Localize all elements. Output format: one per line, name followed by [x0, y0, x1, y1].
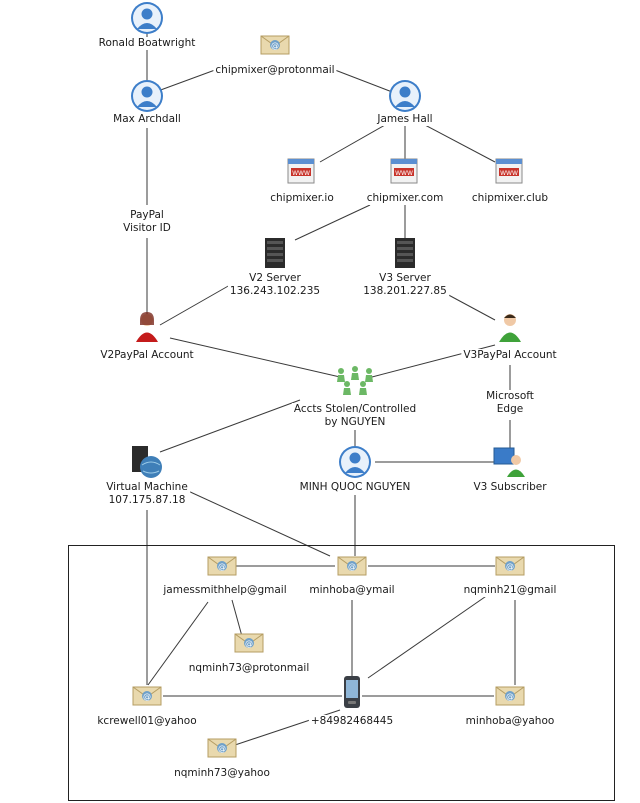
label-v3-paypal-account: V3PayPal Account: [461, 349, 559, 362]
label-accts-stolen: Accts Stolen/Controlled by NGUYEN: [291, 403, 419, 429]
label-minh-quoc-nguyen: MINH QUOC NGUYEN: [297, 481, 413, 494]
svg-text:@: @: [271, 41, 279, 50]
green-user-icon: [495, 311, 525, 343]
label-jamessmithhelp-gmail: jamessmithhelp@gmail: [161, 584, 289, 597]
label-nqminh73-protonmail: nqminh73@protonmail: [186, 662, 312, 675]
email-icon: @: [132, 685, 162, 707]
nguyen-evidence-box: [68, 545, 615, 801]
label-v2-server: V2 Server 136.243.102.235: [227, 272, 323, 298]
female-user-icon: [132, 311, 162, 343]
svg-text:@: @: [348, 562, 356, 571]
svg-text:@: @: [143, 692, 151, 701]
label-phone-number: +84982468445: [308, 715, 396, 728]
label-max-archdall: Max Archdall: [111, 113, 183, 126]
email-icon: @: [234, 632, 264, 654]
label-v2-paypal-account: V2PayPal Account: [98, 349, 196, 362]
email-icon: @: [495, 555, 525, 577]
label-chipmixer-protonmail: chipmixer@protonmail: [213, 64, 337, 77]
label-v3-server: V3 Server 138.201.227.85: [361, 272, 449, 298]
svg-text:WWW: WWW: [292, 170, 310, 177]
subscriber-icon: [493, 446, 527, 478]
svg-text:WWW: WWW: [395, 170, 413, 177]
website-icon: WWW: [389, 157, 421, 187]
label-paypal-visitor-id: PayPal Visitor ID: [121, 209, 173, 235]
label-chipmixer-com: chipmixer.com: [364, 192, 446, 205]
svg-text:@: @: [506, 692, 514, 701]
svg-text:@: @: [506, 562, 514, 571]
label-kcrewell01-yahoo: kcrewell01@yahoo: [95, 715, 199, 728]
server-icon: [392, 237, 418, 269]
email-icon: @: [337, 555, 367, 577]
label-microsoft-edge: Microsoft Edge: [484, 390, 536, 416]
email-icon: @: [495, 685, 525, 707]
virtual-machine-icon: [129, 445, 165, 479]
label-james-hall: James Hall: [375, 113, 435, 126]
blue-user-icon: [338, 445, 372, 479]
group-icon: [333, 364, 377, 396]
svg-text:WWW: WWW: [500, 170, 518, 177]
svg-text:@: @: [245, 639, 253, 648]
label-chipmixer-club: chipmixer.club: [469, 192, 551, 205]
label-nqminh73-yahoo: nqminh73@yahoo: [172, 767, 272, 780]
website-icon: WWW: [286, 157, 318, 187]
email-icon: @: [207, 737, 237, 759]
person-icon: [388, 79, 422, 113]
label-chipmixer-io: chipmixer.io: [268, 192, 336, 205]
label-ronald-boatwright: Ronald Boatwright: [96, 37, 198, 50]
server-icon: [262, 237, 288, 269]
label-minhoba-ymail: minhoba@ymail: [307, 584, 397, 597]
label-nqminh21-gmail: nqminh21@gmail: [461, 584, 559, 597]
label-minhoba-yahoo: minhoba@yahoo: [463, 715, 557, 728]
label-virtual-machine: Virtual Machine 107.175.87.18: [104, 481, 190, 507]
svg-text:@: @: [218, 562, 226, 571]
phone-icon: [342, 675, 362, 709]
email-icon: @: [207, 555, 237, 577]
label-v3-subscriber: V3 Subscriber: [471, 481, 549, 494]
person-icon: [130, 1, 164, 35]
website-icon: WWW: [494, 157, 526, 187]
email-icon: @: [260, 34, 290, 56]
svg-text:@: @: [218, 744, 226, 753]
person-icon: [130, 79, 164, 113]
